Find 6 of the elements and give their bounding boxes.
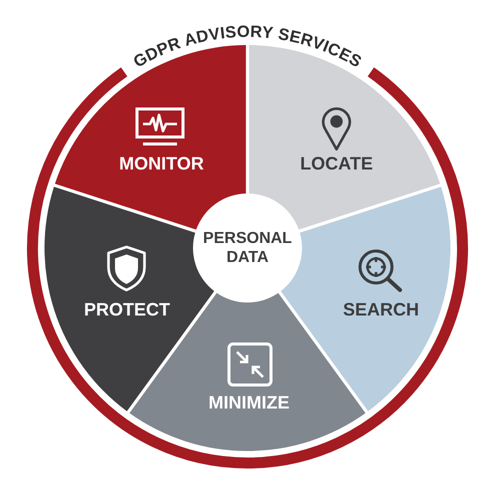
- segment-label: MINIMIZE: [208, 394, 290, 412]
- segment-label: MONITOR: [119, 154, 204, 173]
- segment-label: PROTECT: [84, 300, 170, 319]
- segment-label: LOCATE: [300, 154, 373, 173]
- segment-label: SEARCH: [343, 300, 419, 319]
- center-label: PERSONAL DATA: [202, 228, 293, 268]
